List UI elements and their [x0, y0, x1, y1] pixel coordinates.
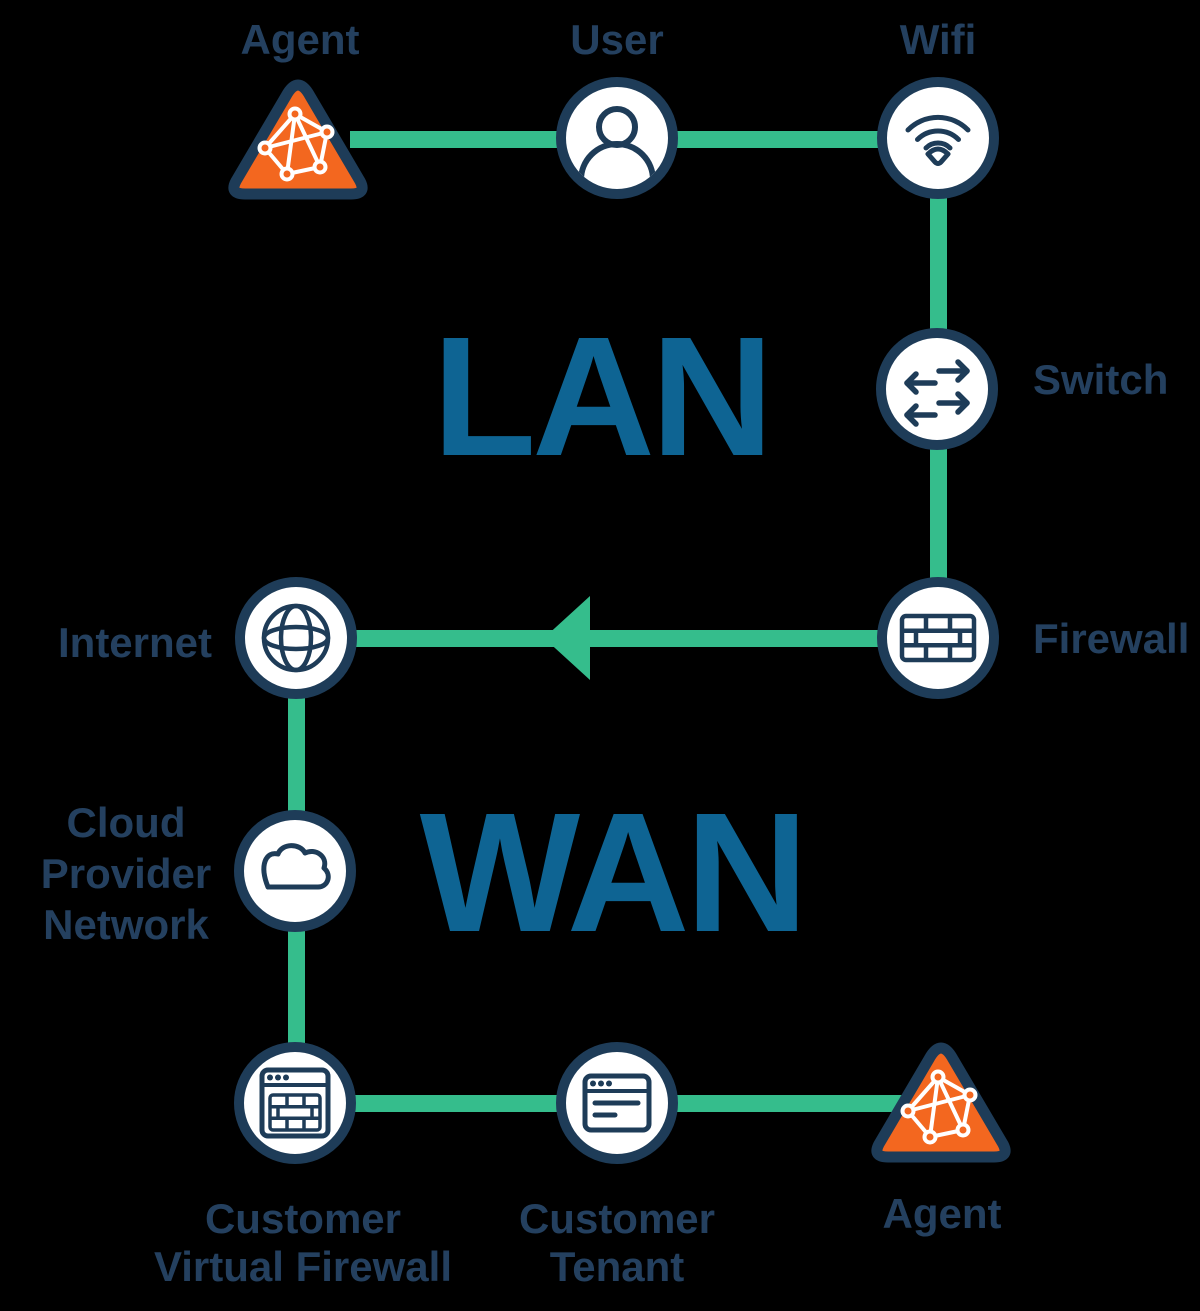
cloud-icon — [261, 843, 331, 890]
node-cloud-provider — [234, 810, 356, 932]
cloud-label-line3: Network — [43, 901, 209, 948]
lan-zone-label: LAN — [432, 302, 773, 492]
cvf-label-line2: Virtual Firewall — [154, 1243, 452, 1290]
node-internet — [235, 577, 357, 699]
node-agent-bottom — [871, 1042, 1011, 1163]
cloud-label-line1: Cloud — [66, 799, 186, 846]
internet-label: Internet — [57, 619, 213, 666]
node-customer-virtual-firewall — [234, 1042, 356, 1164]
browser-lines-icon — [582, 1073, 652, 1133]
firewall-label: Firewall — [1033, 615, 1190, 662]
flow-arrow-left-icon — [544, 596, 590, 680]
tenant-label-line2: Tenant — [549, 1243, 685, 1290]
mesh-network-icon — [900, 1069, 978, 1145]
wifi-label: Wifi — [899, 16, 977, 63]
switch-arrows-icon — [904, 359, 970, 427]
cloud-provider-network-label: Cloud Provider Network — [41, 797, 211, 950]
customer-virtual-firewall-label: Customer Virtual Firewall — [154, 1195, 452, 1291]
globe-icon — [261, 603, 331, 673]
node-user — [556, 77, 678, 199]
wifi-icon — [905, 114, 971, 166]
browser-firewall-icon — [259, 1067, 331, 1139]
switch-label: Switch — [1033, 356, 1169, 403]
tenant-label-line1: Customer — [518, 1195, 716, 1242]
user-icon — [578, 106, 656, 181]
brick-wall-icon — [899, 613, 977, 663]
customer-tenant-label: Customer Tenant — [519, 1195, 715, 1291]
node-wifi — [877, 77, 999, 199]
cvf-label-line1: Customer — [204, 1195, 402, 1242]
wan-zone-label: WAN — [419, 778, 809, 968]
edge-firewall-internet — [296, 630, 938, 647]
node-firewall — [877, 577, 999, 699]
agent-top-label: Agent — [240, 16, 360, 63]
node-switch — [876, 328, 998, 450]
node-agent-top — [228, 79, 368, 200]
node-customer-tenant — [556, 1042, 678, 1164]
mesh-network-icon — [257, 106, 335, 182]
cloud-label-line2: Provider — [40, 850, 212, 897]
agent-bottom-label: Agent — [882, 1190, 1002, 1237]
user-label: User — [570, 16, 664, 63]
